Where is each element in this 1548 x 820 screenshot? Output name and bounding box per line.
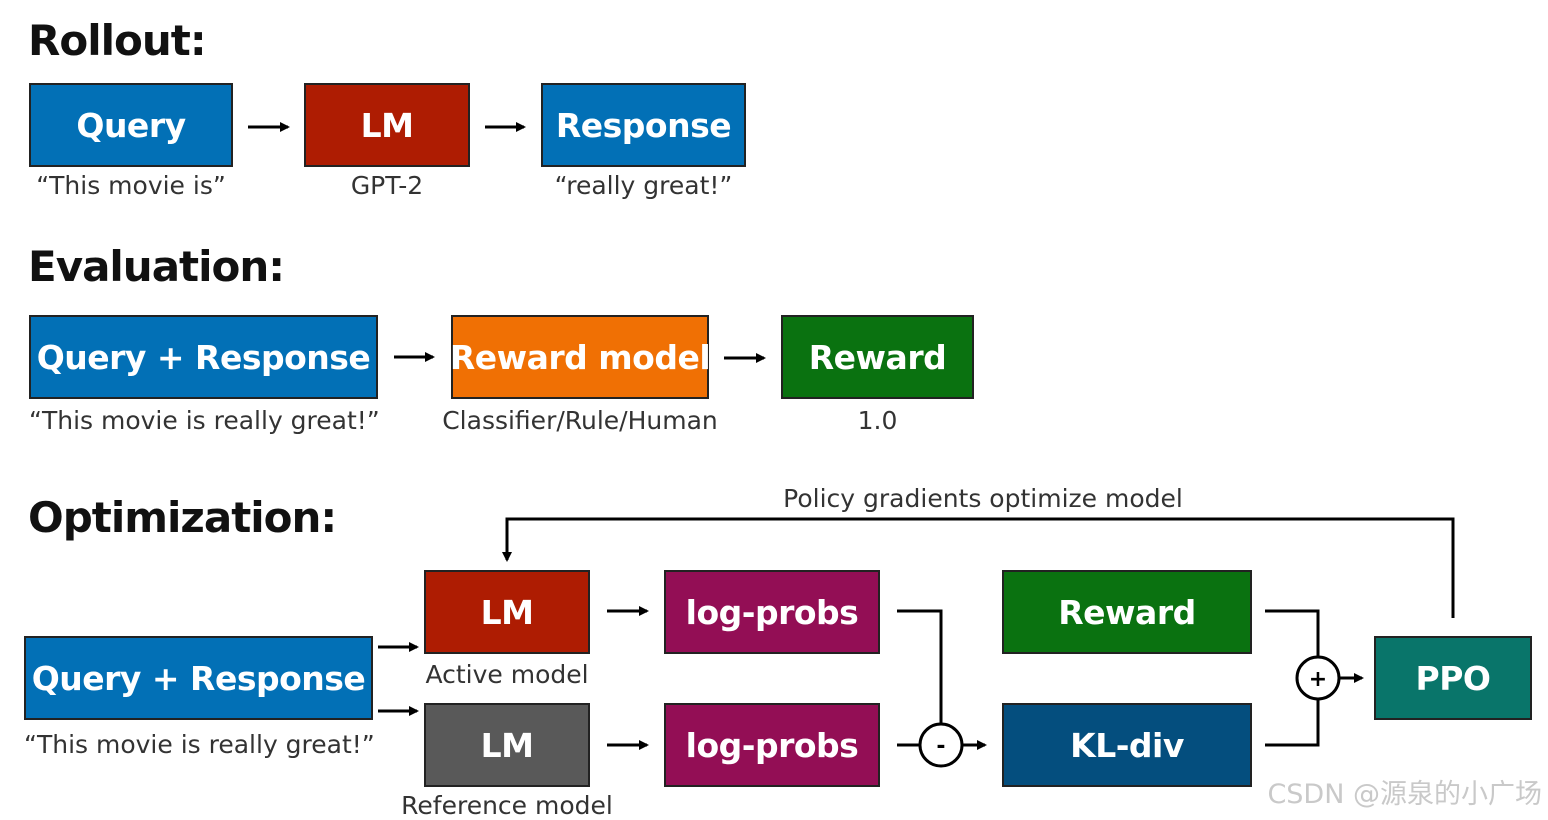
rollout-response-box: Response [541,83,746,167]
reward-model-caption: Classifier/Rule/Human [442,406,718,435]
reward-model-box: Reward model [449,315,711,399]
line-kl-to-plus [1265,699,1320,747]
kl-div-box: KL-div [1002,703,1252,787]
active-lm-caption: Active model [425,660,589,689]
plus-node-circle [1295,655,1341,701]
active-lm-box: LM [424,570,590,654]
evaluation-query-response-box: Query + Response [29,315,378,399]
ppo-label: PPO [1415,658,1491,698]
optimization-reward-label: Reward [1058,592,1196,632]
reference-lm-label: LM [480,725,534,765]
evaluation-reward-box: Reward [781,315,974,399]
rollout-query-label: Query [76,105,186,145]
rollout-response-caption: “really great!” [554,171,733,200]
rollout-lm-box: LM [304,83,470,167]
logprobs-reference-label: log-probs [685,725,859,765]
feedback-loop-line [502,517,1455,618]
rollout-lm-label: LM [360,105,414,145]
active-lm-label: LM [480,592,534,632]
optimization-query-response-box: Query + Response [24,636,373,720]
optimization-heading: Optimization: [28,493,337,542]
evaluation-reward-label: Reward [808,337,947,377]
line-logprobs-active-to-minus [897,609,943,724]
logprobs-active-box: log-probs [664,570,880,654]
feedback-label: Policy gradients optimize model [783,484,1183,513]
evaluation-reward-caption: 1.0 [857,406,898,435]
watermark: CSDN @源泉的小广场 [1267,779,1542,810]
reference-lm-box: LM [424,703,590,787]
ppo-box: PPO [1374,636,1532,720]
logprobs-active-label: log-probs [685,592,859,632]
rollout-lm-caption: GPT-2 [350,171,424,200]
reference-lm-caption: Reference model [401,791,613,820]
reward-model-label: Reward model [449,337,711,377]
rollout-response-label: Response [555,105,732,145]
optimization-reward-box: Reward [1002,570,1252,654]
evaluation-query-response-label: Query + Response [36,337,371,377]
rollout-query-box: Query [29,83,233,167]
rollout-heading: Rollout: [28,16,207,65]
logprobs-reference-box: log-probs [664,703,880,787]
plus-symbol: + [1309,667,1327,692]
optimization-query-response-caption: “This movie is really great!” [24,730,375,759]
minus-node-circle [918,722,964,768]
optimization-query-response-label: Query + Response [31,658,366,698]
evaluation-query-response-caption: “This movie is really great!” [29,406,380,435]
minus-symbol: - [936,734,945,759]
rollout-query-caption: “This movie is” [36,171,226,200]
evaluation-heading: Evaluation: [28,242,285,291]
kl-div-label: KL-div [1070,725,1184,765]
line-reward-to-plus [1265,609,1320,657]
